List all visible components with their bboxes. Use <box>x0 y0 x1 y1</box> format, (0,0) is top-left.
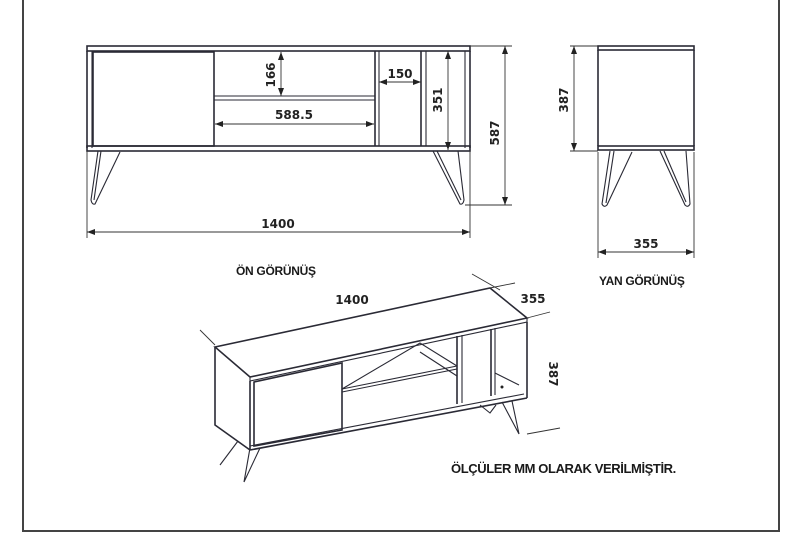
side-view-drawing <box>570 45 695 258</box>
perspective-view-drawing <box>199 273 561 483</box>
dim-persp-height: 387 <box>546 361 560 386</box>
dim-persp-depth: 355 <box>520 292 545 306</box>
front-view-caption: ÖN GÖRÜNÜŞ <box>236 263 316 278</box>
drawing-frame <box>22 0 780 532</box>
dim-compartment-width: 150 <box>387 67 412 81</box>
dim-shelf-height: 166 <box>264 62 278 87</box>
dim-shelf-width: 588.5 <box>275 108 313 122</box>
side-view-caption: YAN GÖRÜNÜŞ <box>599 273 685 288</box>
dim-side-depth: 355 <box>633 237 658 251</box>
units-note: ÖLÇÜLER MM OLARAK VERİLMİŞTİR. <box>451 461 676 476</box>
dim-compartment-height: 351 <box>431 87 445 112</box>
dim-total-height: 587 <box>488 120 502 145</box>
dim-total-width: 1400 <box>261 217 294 231</box>
front-view-drawing <box>86 45 512 238</box>
dim-persp-width: 1400 <box>335 293 368 307</box>
dim-side-height: 387 <box>557 87 571 112</box>
